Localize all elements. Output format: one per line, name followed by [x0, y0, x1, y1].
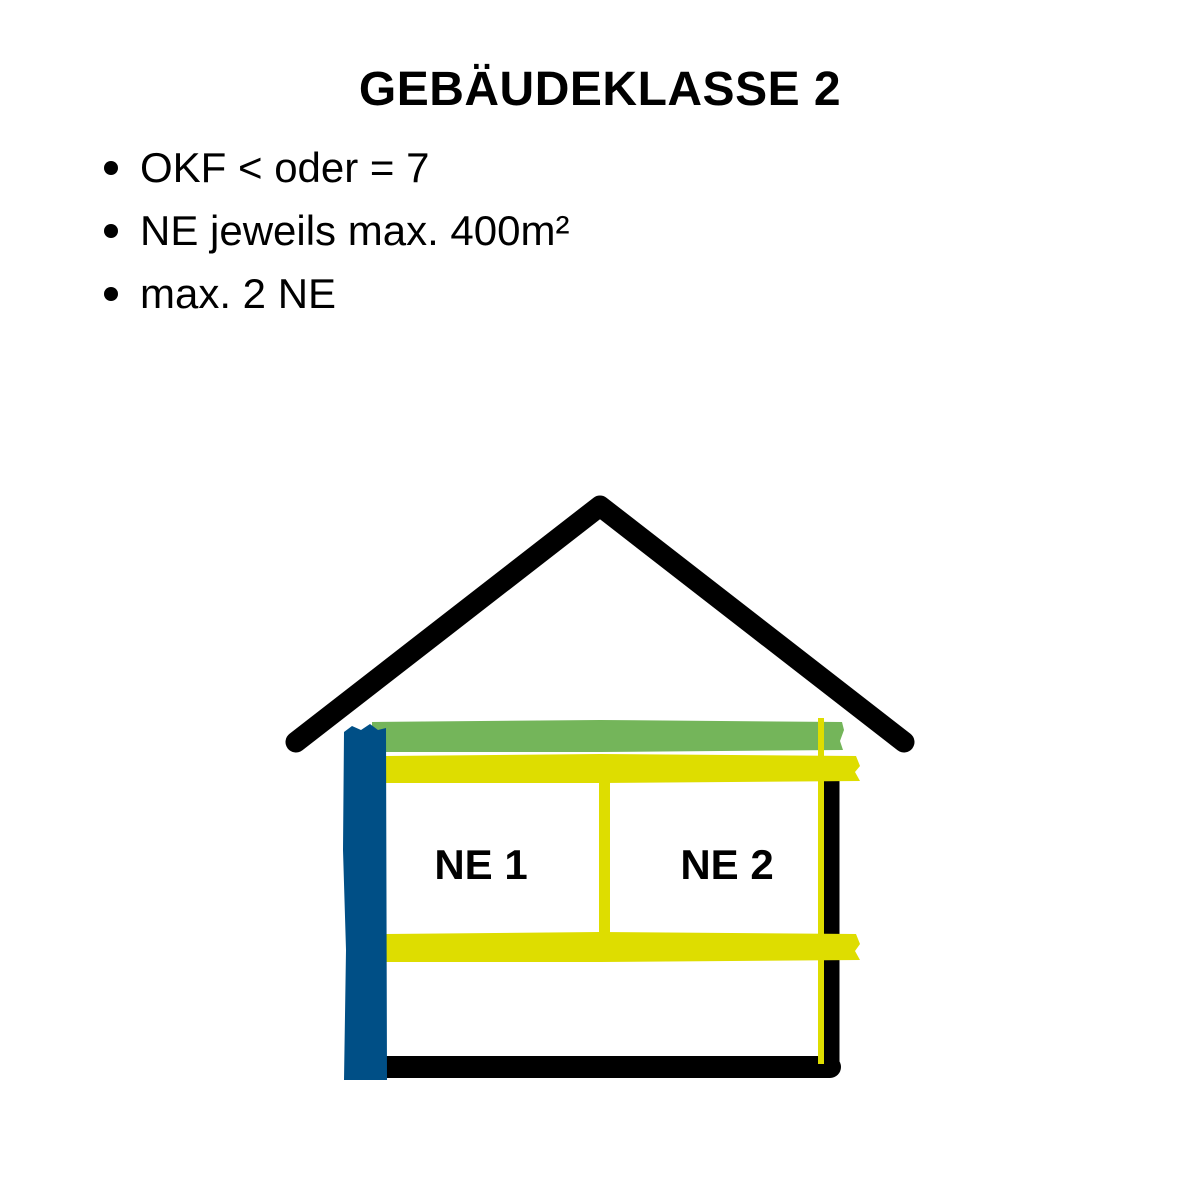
unit-label-ne1: NE 1: [434, 841, 527, 888]
right-unit-boundary-wall: [818, 718, 824, 1064]
criteria-item-height: OKF < oder = 7: [104, 138, 569, 201]
unit-separation-wall: [599, 776, 610, 936]
roof-outline: [285, 495, 915, 753]
upper-floor-band: [386, 932, 860, 962]
criteria-item-area: NE jeweils max. 400m²: [104, 201, 569, 264]
unit-label-ne2: NE 2: [680, 841, 773, 888]
criteria-text: NE jeweils max. 400m²: [140, 207, 570, 254]
upper-ceiling-band: [386, 754, 860, 783]
staircase-wall: [343, 724, 387, 1080]
criteria-text: max. 2 NE: [140, 270, 337, 317]
bullet-icon: [104, 287, 118, 301]
criteria-text: OKF < oder = 7: [140, 144, 430, 191]
bullet-icon: [104, 161, 118, 175]
criteria-item-count: max. 2 NE: [104, 264, 569, 327]
page-title: GEBÄUDEKLASSE 2: [358, 63, 842, 116]
criteria-list: OKF < oder = 7 NE jeweils max. 400m² max…: [104, 138, 569, 327]
roof-slab-band: [372, 720, 844, 752]
bullet-icon: [104, 224, 118, 238]
